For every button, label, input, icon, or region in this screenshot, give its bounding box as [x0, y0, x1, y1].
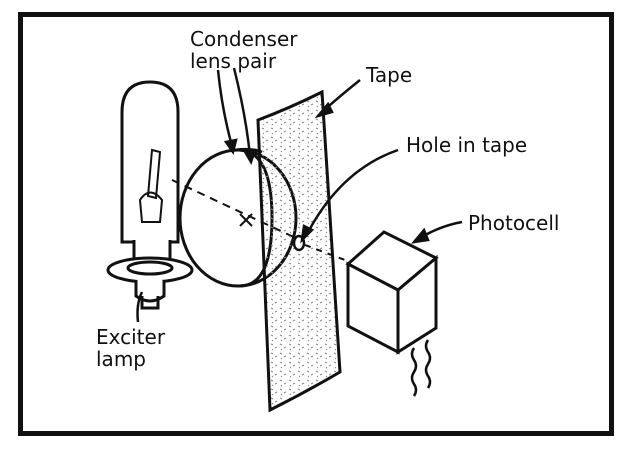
label-photocell: Photocell	[468, 211, 560, 235]
label-condenser-line2: lens pair	[190, 49, 277, 73]
exciter-lamp	[106, 80, 194, 310]
label-tape: Tape	[366, 63, 413, 87]
leader-lines	[136, 67, 463, 323]
label-condenser-line1: Condenser	[190, 27, 298, 51]
label-exciter-lamp: Exciter lamp	[96, 326, 165, 370]
photocell	[345, 230, 439, 397]
label-exciter-line1: Exciter	[96, 325, 166, 349]
label-hole-in-tape: Hole in tape	[406, 133, 528, 157]
label-exciter-line2: lamp	[96, 347, 146, 371]
label-condenser-lens-pair: Condenser lens pair	[190, 28, 298, 72]
